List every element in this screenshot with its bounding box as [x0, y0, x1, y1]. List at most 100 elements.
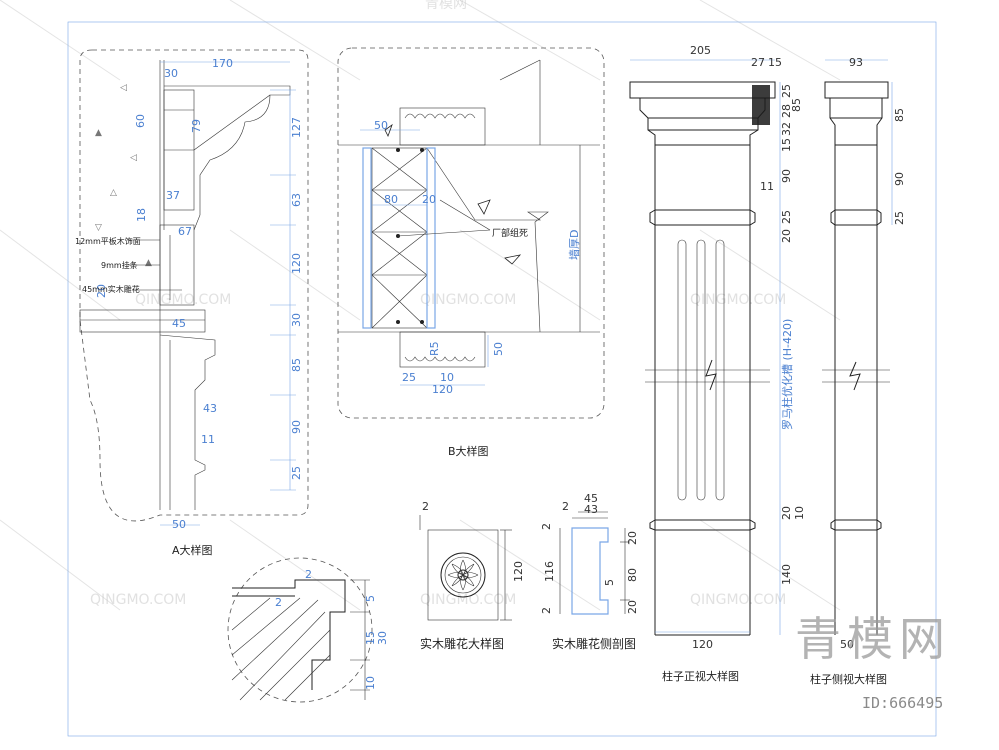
a-dim-127: 127	[290, 117, 303, 138]
sheet-border	[67, 21, 937, 737]
detail-b: 50 80 20 R5 25 10 120 50 厂部组死 墙厚D B大样图	[337, 47, 605, 458]
a-dim-90: 90	[290, 420, 303, 434]
a-dim-37: 37	[166, 189, 180, 202]
svg-text:▲: ▲	[95, 128, 102, 138]
section-dim-2c: 2	[540, 607, 553, 614]
watermark-tile-5: QINGMO.COM	[420, 592, 516, 608]
a-dim-45: 45	[172, 317, 186, 330]
carving-section-title: 实木雕花侧剖图	[552, 636, 636, 651]
column-front-title: 柱子正视大样图	[662, 669, 739, 683]
col-front-dim-90: 90	[780, 169, 793, 183]
zoom-dim-2b: 2	[275, 596, 282, 609]
zoom-dim-2a: 2	[305, 568, 312, 581]
col-front-dim-27: 27	[751, 56, 765, 69]
col-side-dim-90: 90	[893, 172, 906, 186]
col-front-dim-15: 15	[768, 56, 782, 69]
col-front-dim-28: 28	[780, 104, 793, 118]
a-dim-79: 79	[190, 119, 203, 133]
zoom-circle	[227, 557, 373, 703]
section-dim-80: 80	[626, 568, 639, 582]
b-dim-r5: R5	[428, 341, 441, 356]
watermark-tile-1: QINGMO.COM	[135, 292, 231, 308]
watermark-tile-6: QINGMO.COM	[690, 592, 786, 608]
a-label-carving: 45mm实木雕花	[82, 284, 140, 294]
col-front-note: 罗马柱优化槽 (H-420)	[780, 319, 794, 430]
zoom-dim-10: 10	[364, 676, 377, 690]
b-dim-20: 20	[422, 193, 436, 206]
col-front-dim-11: 11	[760, 180, 774, 193]
section-dim-45: 45	[584, 492, 598, 505]
b-dim-25: 25	[402, 371, 416, 384]
col-front-dim-120: 120	[692, 638, 713, 651]
watermark-tile-3: QINGMO.COM	[690, 292, 786, 308]
zoom-dim-30: 30	[376, 631, 389, 645]
detail-b-dashed-outline	[337, 47, 605, 419]
zoom-detail: 2 2 5 30 15 10	[227, 557, 389, 703]
carving-rosette	[440, 552, 486, 598]
a-dim-30-b: 30	[290, 313, 303, 327]
detail-a: ▲◁△ ▽▲◁ 30 170 60 79 37 18 67 20 45 127 …	[75, 49, 309, 557]
a-label-hanger: 9mm挂条	[101, 260, 138, 270]
b-dim-50: 50	[374, 119, 388, 132]
watermark-tile-4: QINGMO.COM	[90, 592, 186, 608]
a-dim-25: 25	[290, 466, 303, 480]
a-dim-60: 60	[134, 114, 147, 128]
a-dim-85: 85	[290, 358, 303, 372]
detail-b-title: B大样图	[448, 444, 489, 458]
a-dim-170: 170	[212, 57, 233, 70]
svg-text:◁: ◁	[130, 153, 137, 163]
detail-a-dashed-outline	[79, 49, 309, 522]
watermark-tile-2: QINGMO.COM	[420, 292, 516, 308]
svg-text:◁: ◁	[120, 83, 127, 93]
col-front-dim-140: 140	[780, 564, 793, 585]
b-dim-80: 80	[384, 193, 398, 206]
b-dim-10: 10	[440, 371, 454, 384]
a-dim-63: 63	[290, 193, 303, 207]
section-dim-2b: 2	[540, 523, 553, 530]
a-dim-43: 43	[203, 402, 217, 415]
column-front: 205 27 15 120 25 28 85 32 15 90 11 20 25…	[629, 44, 806, 683]
a-dim-11: 11	[201, 433, 215, 446]
carving-dim-2: 2	[422, 500, 429, 513]
carving-dim-120: 120	[512, 561, 525, 582]
col-front-dim-25a: 25	[780, 84, 793, 98]
section-dim-43: 43	[584, 503, 598, 516]
a-label-wood-panel: 12mm平板木饰面	[75, 236, 141, 246]
a-dim-120: 120	[290, 253, 303, 274]
section-dim-20b: 20	[626, 600, 639, 614]
col-side-dim-85: 85	[893, 108, 906, 122]
svg-text:△: △	[110, 188, 117, 198]
detail-a-title: A大样图	[172, 543, 213, 557]
b-dim-120: 120	[432, 383, 453, 396]
b-dim-50-b: 50	[492, 342, 505, 356]
svg-text:▲: ▲	[145, 258, 152, 268]
col-front-dim-20b: 20	[780, 506, 793, 520]
col-front-dim-25b: 25	[780, 210, 793, 224]
a-dim-50: 50	[172, 518, 186, 531]
b-note: 厂部组死	[492, 227, 528, 239]
zoom-dim-5: 5	[364, 595, 377, 602]
col-front-dim-205: 205	[690, 44, 711, 57]
col-side-dim-93: 93	[849, 56, 863, 69]
section-dim-5: 5	[603, 579, 616, 586]
section-dim-20a: 20	[626, 531, 639, 545]
a-dim-20: 20	[95, 284, 108, 298]
svg-text:▽: ▽	[95, 223, 102, 233]
watermark-tile-cn: 青模网	[425, 0, 467, 12]
watermark-tiles: QINGMO.COM QINGMO.COM QINGMO.COM QINGMO.…	[0, 0, 841, 611]
col-front-dim-20a: 20	[780, 229, 793, 243]
section-dim-2a: 2	[562, 500, 569, 513]
zoom-dim-15: 15	[364, 631, 377, 645]
a-dim-67: 67	[178, 225, 192, 238]
b-wall-label: 墙厚D	[567, 230, 581, 260]
a-dim-18: 18	[135, 208, 148, 222]
carving-detail: 2 120 实木雕花大样图	[419, 500, 525, 651]
carving-title: 实木雕花大样图	[420, 636, 504, 651]
watermark-id: ID:666495	[862, 694, 943, 712]
column-side: 93 85 90 25 50 柱子侧视大样图	[810, 56, 906, 686]
section-dim-116: 116	[543, 561, 556, 582]
column-side-title: 柱子侧视大样图	[810, 672, 887, 686]
a-dim-30: 30	[164, 67, 178, 80]
col-front-dim-15: 15	[780, 138, 793, 152]
